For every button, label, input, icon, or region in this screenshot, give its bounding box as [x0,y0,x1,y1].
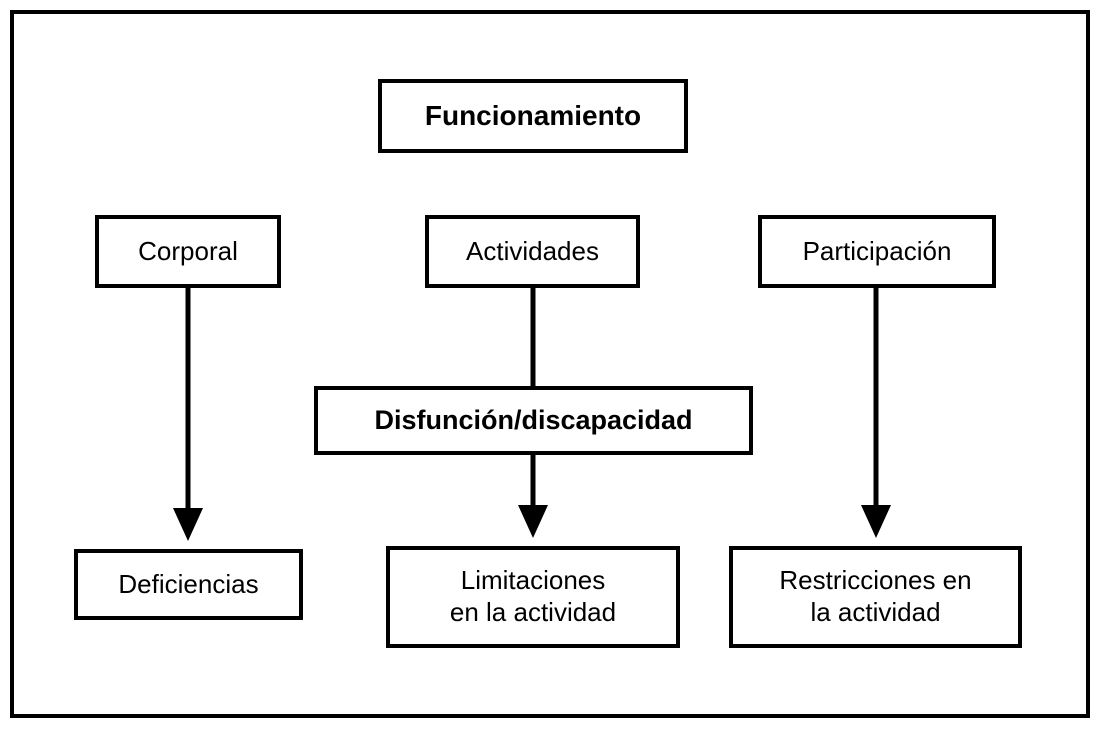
node-limitaciones-label: Limitaciones en la actividad [390,565,676,628]
node-restricciones-line1: Restricciones en [779,565,972,596]
node-disfuncion-discapacidad: Disfunción/discapacidad [314,386,753,455]
node-deficiencias-label: Deficiencias [118,568,259,599]
node-funcionamiento-label: Funcionamiento [424,99,642,131]
node-deficiencias: Deficiencias [74,549,303,620]
node-corporal: Corporal [95,215,281,288]
node-participacion: Participación [758,215,996,288]
node-restricciones-label: Restricciones en la actividad [733,565,1018,628]
diagram-outer-frame [10,10,1090,718]
node-disfuncion-discapacidad-label: Disfunción/discapacidad [374,405,693,436]
node-limitaciones-line1: Limitaciones [460,565,606,596]
node-actividades-label: Actividades [466,235,599,266]
node-limitaciones-line2: en la actividad [449,597,617,627]
node-restricciones-line2: la actividad [810,597,941,627]
node-funcionamiento: Funcionamiento [378,79,688,153]
node-corporal-label: Corporal [138,235,238,266]
node-participacion-label: Participación [802,235,952,266]
node-limitaciones: Limitaciones en la actividad [386,546,680,648]
node-actividades: Actividades [425,215,640,288]
node-restricciones: Restricciones en la actividad [729,546,1022,648]
